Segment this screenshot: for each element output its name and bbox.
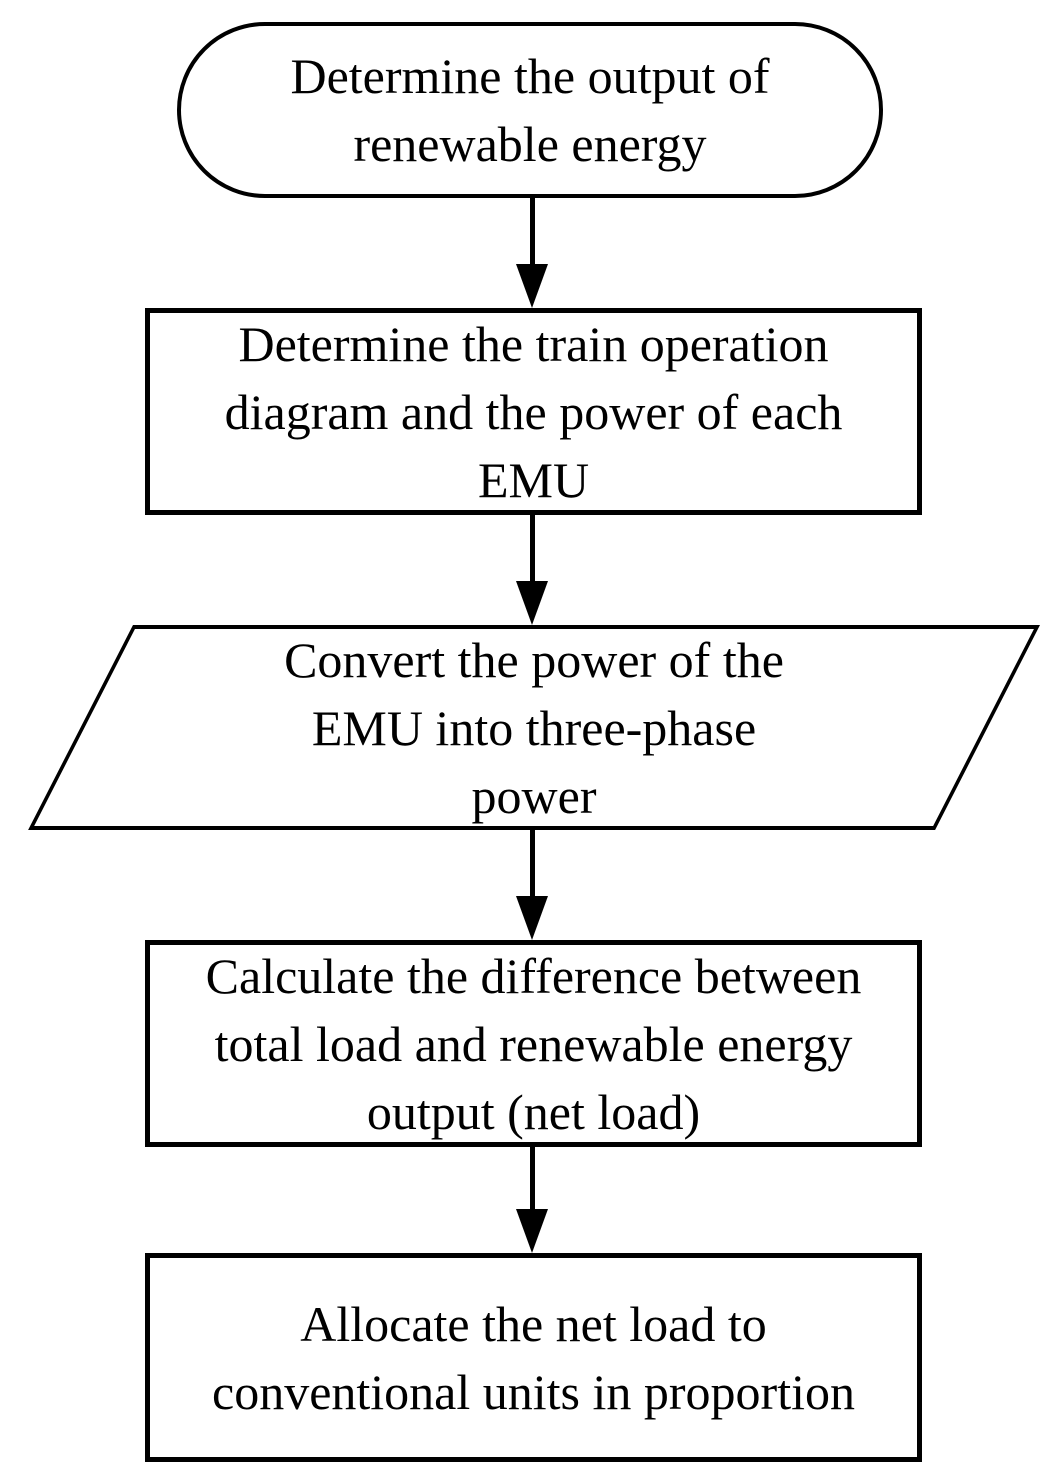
down-arrow-3 [515, 830, 549, 940]
arrow-line [529, 515, 535, 581]
node-determine-renewable-output: Determine the output of renewable energy [177, 22, 883, 198]
arrow-head-icon [516, 1209, 548, 1253]
down-arrow-4 [515, 1147, 549, 1253]
node-allocate-net-load: Allocate the net load to conventional un… [145, 1253, 922, 1462]
down-arrow-1 [515, 198, 549, 308]
node-calculate-net-load: Calculate the difference between total l… [145, 940, 922, 1147]
node-determine-train-operation: Determine the train operation diagram an… [145, 308, 922, 515]
node-convert-power-label: Convert the power of the EMU into three-… [284, 631, 784, 824]
arrow-head-icon [516, 581, 548, 625]
arrow-line [529, 1147, 535, 1209]
arrow-line [529, 198, 535, 264]
arrow-head-icon [516, 264, 548, 308]
arrow-line [529, 830, 535, 896]
down-arrow-2 [515, 515, 549, 625]
arrow-head-icon [516, 896, 548, 940]
